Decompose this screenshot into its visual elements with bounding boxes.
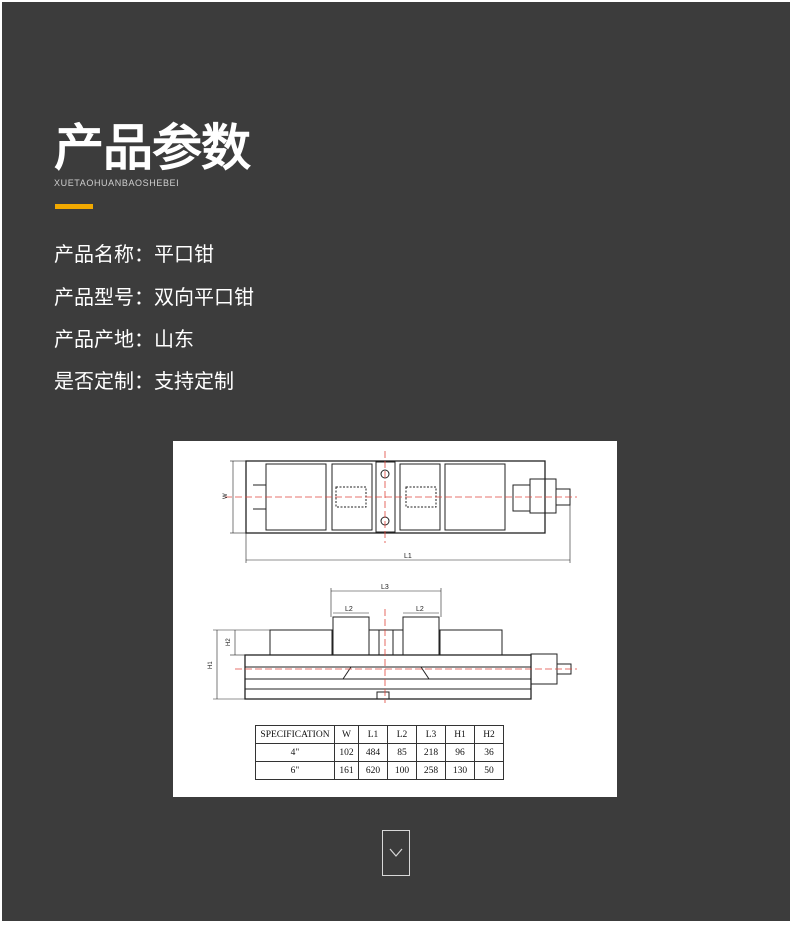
table-cell: 96 [445, 743, 475, 762]
table-cell: 36 [474, 743, 504, 762]
dim-label-l2-right: L2 [416, 606, 424, 613]
table-cell: 100 [387, 761, 417, 780]
table-header-cell: L1 [358, 725, 388, 744]
table-cell: 258 [416, 761, 446, 780]
table-header-cell: W [334, 725, 359, 744]
spec-label: 产品型号： [54, 285, 154, 309]
dim-label-h1: H1 [208, 661, 214, 669]
dim-label-h2: H2 [226, 638, 232, 646]
table-header-cell: L3 [416, 725, 446, 744]
table-cell: 620 [358, 761, 388, 780]
spec-item-name: 产品名称：平口钳 [54, 238, 214, 267]
table-header-cell: L2 [387, 725, 417, 744]
dim-label-w: W [223, 493, 229, 499]
table-cell: 102 [334, 743, 359, 762]
dim-label-l1: L1 [404, 553, 412, 560]
table-header-cell: H2 [474, 725, 504, 744]
page-title: 产品参数 [54, 119, 251, 177]
title-accent-bar [55, 204, 93, 209]
chevron-down-icon [389, 848, 403, 857]
spec-value: 平口钳 [154, 242, 214, 266]
vise-drawing-svg: W L1 L3 L2 L2 [208, 451, 577, 703]
spec-label: 产品名称： [54, 242, 154, 266]
specification-table: SPECIFICATION W L1 L2 L3 H1 H2 4" 102 48… [255, 725, 504, 780]
vise-side-view: L3 L2 L2 [208, 584, 577, 703]
table-row: 4" 102 484 85 218 96 36 [255, 743, 504, 762]
table-cell: 4" [255, 743, 335, 762]
table-header-row: SPECIFICATION W L1 L2 L3 H1 H2 [255, 725, 504, 744]
spec-label: 产品产地： [54, 327, 154, 351]
scroll-down-button[interactable] [382, 830, 410, 876]
table-cell: 6" [255, 761, 335, 780]
spec-label: 是否定制： [54, 369, 154, 393]
spec-value: 双向平口钳 [154, 285, 254, 309]
spec-item-model: 产品型号：双向平口钳 [54, 281, 254, 310]
table-cell: 85 [387, 743, 417, 762]
page-subtitle: XUETAOHUANBAOSHEBEI [54, 178, 180, 188]
table-cell: 218 [416, 743, 446, 762]
spec-value: 山东 [154, 327, 194, 351]
table-cell: 130 [445, 761, 475, 780]
spec-value: 支持定制 [154, 369, 234, 393]
table-row: 6" 161 620 100 258 130 50 [255, 761, 504, 780]
table-cell: 484 [358, 743, 388, 762]
table-header-cell: SPECIFICATION [255, 725, 335, 744]
spec-item-origin: 产品产地：山东 [54, 323, 194, 352]
technical-drawing: W L1 L3 L2 L2 [173, 441, 617, 797]
dim-label-l3: L3 [381, 584, 389, 591]
table-cell: 50 [474, 761, 504, 780]
dim-label-l2-left: L2 [345, 606, 353, 613]
table-header-cell: H1 [445, 725, 475, 744]
spec-item-custom: 是否定制：支持定制 [54, 365, 234, 394]
table-cell: 161 [334, 761, 359, 780]
vise-top-view: W L1 [223, 451, 577, 563]
